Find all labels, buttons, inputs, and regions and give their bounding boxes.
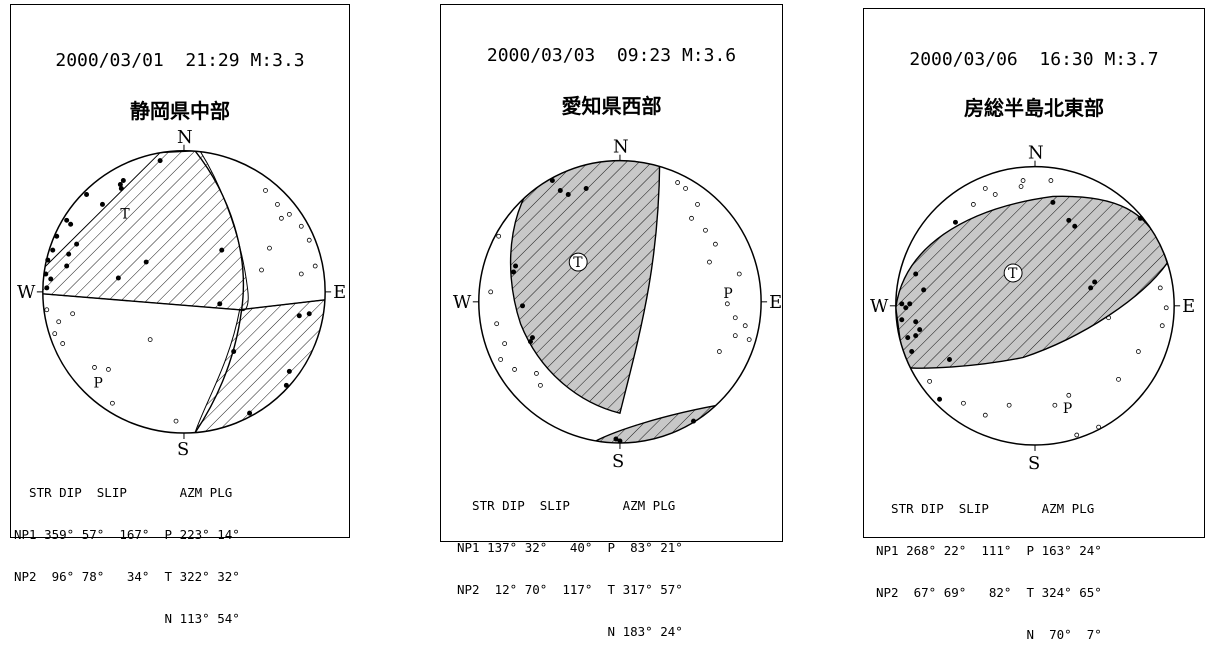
beachball-diagram: N S W E T P: [453, 137, 782, 472]
compression-dots: [43, 158, 312, 416]
mechanism-parameters: STR DIP SLIP AZM PLG NP1 137° 32° 40° P …: [457, 471, 683, 667]
dilatation-circles: [927, 178, 1169, 438]
param-row-n: N 70° 7°: [876, 627, 1102, 642]
param-row-n: N 183° 24°: [457, 624, 683, 639]
param-col-header: STR DIP SLIP AZM PLG: [876, 501, 1095, 516]
p-axis-label: P: [94, 375, 103, 391]
p-axis-label: P: [723, 286, 732, 302]
param-row-np1: NP1 359° 57° 167° P 223° 14°: [14, 527, 240, 542]
event-datetime-magnitude: 2000/03/03 09:23 M:3.6: [486, 45, 737, 66]
p-axis-label: P: [1063, 401, 1072, 417]
compression-quadrant-upper: [42, 150, 249, 312]
param-row-n: N 113° 54°: [14, 611, 240, 626]
compression-dots: [899, 199, 1143, 402]
east-label: E: [333, 282, 346, 303]
compression-dots: [511, 178, 697, 444]
north-label: N: [613, 137, 629, 158]
event-datetime-magnitude: 2000/03/06 16:30 M:3.7: [909, 49, 1159, 70]
north-label: N: [1028, 143, 1044, 164]
t-axis-label: T: [120, 206, 130, 222]
south-label: S: [177, 439, 189, 460]
beachball-diagram: N S W E T P: [870, 143, 1195, 474]
t-axis-label: T: [573, 255, 583, 271]
west-label: W: [17, 282, 36, 303]
event-region: 静岡県中部: [130, 99, 230, 123]
param-row-np2: NP2 67° 69° 82° T 324° 65°: [876, 585, 1102, 600]
nodal-plane-2: [42, 293, 326, 311]
south-label: S: [1028, 453, 1040, 474]
east-label: E: [769, 292, 782, 313]
beachball-diagram: N S W E T P: [17, 127, 346, 460]
compression-quadrant-lower: [194, 299, 326, 434]
param-row-np1: NP1 268° 22° 111° P 163° 24°: [876, 543, 1102, 558]
param-row-np2: NP2 96° 78° 34° T 322° 32°: [14, 569, 240, 584]
t-axis-label: T: [1008, 266, 1018, 282]
north-label: N: [177, 127, 193, 148]
west-label: W: [453, 292, 472, 313]
focal-mechanism-panel-1: 2000/03/01 21:29 M:3.3 静岡県中部 N S W E T P: [10, 4, 350, 626]
mechanism-parameters: STR DIP SLIP AZM PLG NP1 268° 22° 111° P…: [876, 474, 1102, 670]
param-row-np1: NP1 137° 32° 40° P 83° 21°: [457, 540, 683, 555]
dilatation-circles: [488, 180, 752, 388]
south-label: S: [612, 451, 624, 472]
event-region: 愛知県西部: [561, 94, 662, 118]
east-label: E: [1182, 296, 1195, 317]
dilatation-circles: [44, 188, 318, 424]
param-col-header: STR DIP SLIP AZM PLG: [14, 485, 233, 500]
event-datetime-magnitude: 2000/03/01 21:29 M:3.3: [55, 50, 305, 71]
focal-mechanism-panel-3: 2000/03/06 16:30 M:3.7 房総半島北東部 N S W E T…: [863, 8, 1205, 642]
param-col-header: STR DIP SLIP AZM PLG: [457, 498, 676, 513]
focal-mechanism-panel-2: 2000/03/03 09:23 M:3.6 愛知県西部 N S W E T P: [440, 4, 783, 639]
west-label: W: [870, 296, 889, 317]
event-region: 房総半島北東部: [964, 96, 1104, 120]
param-row-np2: NP2 12° 70° 117° T 317° 57°: [457, 582, 683, 597]
mechanism-parameters: STR DIP SLIP AZM PLG NP1 359° 57° 167° P…: [14, 458, 240, 654]
